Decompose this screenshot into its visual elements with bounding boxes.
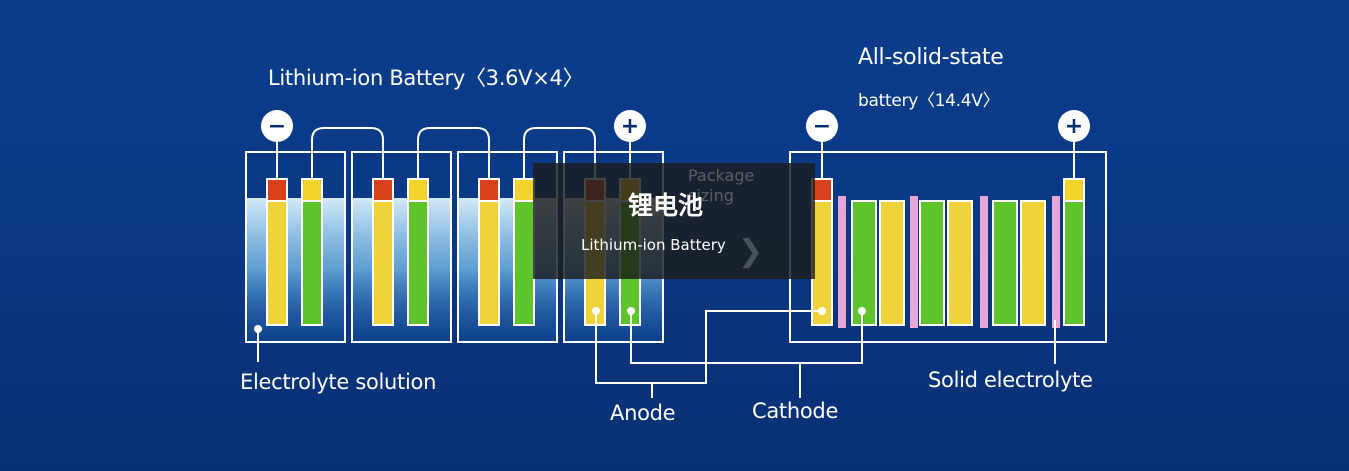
plus-icon: + [614, 110, 646, 142]
plus-icon-circle [1058, 110, 1090, 142]
solid-electrolyte-label: Solid electrolyte [928, 368, 1093, 392]
minus-icon: − [261, 110, 293, 142]
anode-label: Anode [610, 401, 676, 425]
minus-icon: − [806, 110, 838, 142]
cathode-label: Cathode [752, 399, 839, 423]
anode-leader [595, 311, 653, 398]
ss-cathode-electrode [1063, 178, 1085, 326]
anode-leader-ss [652, 310, 822, 384]
li-cathode-electrode-cap [301, 178, 323, 202]
series-connector [417, 127, 490, 179]
package-sizing-faded-text: Package sizing [688, 166, 755, 205]
solid-electrolyte-layer [980, 196, 988, 328]
overlay-english-title: Lithium-ion Battery [581, 236, 726, 254]
ss-anode-electrode [811, 178, 833, 326]
chevron-right-icon: ❯ [738, 234, 764, 269]
lithium-ion-title: Lithium-ion Battery〈3.6V×4〉 [268, 66, 584, 90]
ss-cathode-electrode-body [1063, 200, 1085, 326]
minus-icon-circle [261, 110, 293, 142]
li-anode-electrode-body [372, 200, 394, 326]
series-connector [311, 127, 384, 179]
li-anode-electrode-cap [478, 178, 500, 202]
li-cell-casing [245, 151, 346, 343]
li-cathode-electrode [301, 178, 323, 326]
li-anode-electrode [372, 178, 394, 326]
li-cathode-electrode-cap [513, 178, 535, 202]
cathode-leader [630, 311, 801, 398]
li-cathode-electrode-body [407, 200, 429, 326]
li-anode-electrode [478, 178, 500, 326]
minus-icon-sign: − [813, 114, 831, 139]
plus-icon-circle [614, 110, 646, 142]
li-cathode-electrode-body [513, 200, 535, 326]
electrolyte-solution-label: Electrolyte solution [240, 370, 437, 394]
stack-electrode [992, 200, 1018, 326]
stack-electrode [851, 200, 877, 326]
solid-electrolyte-layer [910, 196, 918, 328]
minus-icon-sign: − [268, 114, 286, 139]
anode-ss-pointer-dot [818, 307, 826, 315]
li-anode-electrode [266, 178, 288, 326]
plus-icon-sign: + [621, 114, 639, 139]
stack-electrode [919, 200, 945, 326]
li-cathode-electrode-cap [407, 178, 429, 202]
stack-electrode [1020, 200, 1046, 326]
overlay-chinese-title: 锂电池 [628, 191, 704, 220]
cathode-ss-pointer-dot [858, 307, 866, 315]
li-cell-casing [351, 151, 452, 343]
li-anode-electrode-cap [372, 178, 394, 202]
li-anode-electrode-body [266, 200, 288, 326]
li-cathode-electrode [513, 178, 535, 326]
minus-icon-circle [806, 110, 838, 142]
electrolyte-liquid [352, 198, 451, 342]
ss-cathode-electrode-cap [1063, 178, 1085, 202]
series-connector [523, 127, 596, 179]
plus-icon: + [1058, 110, 1090, 142]
stack-electrode [947, 200, 973, 326]
li-cell [245, 151, 346, 343]
li-cathode-electrode [407, 178, 429, 326]
li-cell [351, 151, 452, 343]
li-cathode-electrode-body [301, 200, 323, 326]
solid-state-subtitle: battery〈14.4V〉 [858, 91, 1000, 111]
solid-state-pack: −+ [789, 110, 1107, 343]
li-anode-electrode-body [478, 200, 500, 326]
electrolyte-liquid [246, 198, 345, 342]
li-anode-electrode-cap [266, 178, 288, 202]
plus-icon-sign: + [1065, 114, 1083, 139]
leader-lines [254, 307, 1056, 398]
cathode-leader-ss [800, 311, 863, 364]
ss-anode-electrode-cap [811, 178, 833, 202]
solid-state-title: All-solid-state [858, 45, 1004, 70]
ss-anode-electrode-body [811, 200, 833, 326]
solid-electrolyte-layer [838, 196, 846, 328]
caption-overlay [533, 163, 815, 279]
solid-electrolyte-layer [1052, 196, 1060, 328]
stack-electrode [879, 200, 905, 326]
